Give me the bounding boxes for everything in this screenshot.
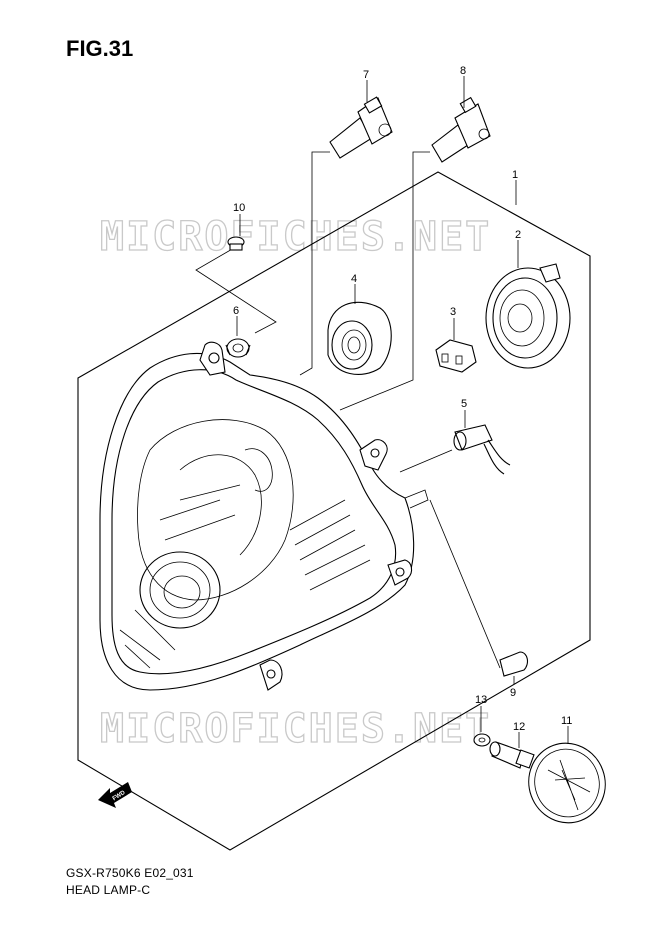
reflector-2 <box>485 263 571 369</box>
callout-3: 3 <box>450 306 456 318</box>
watermark-bottom: MICROFICHES.NET <box>100 706 491 752</box>
callout-4: 4 <box>351 273 357 285</box>
callout-9: 9 <box>510 687 516 699</box>
callout-5: 5 <box>461 398 467 410</box>
model-code: GSX-R750K6 E02_031 <box>66 866 194 880</box>
bulb-9 <box>499 651 529 677</box>
callout-12: 12 <box>513 721 525 733</box>
callout-13: 13 <box>475 694 487 706</box>
grommet-6 <box>225 338 251 358</box>
callout-10: 10 <box>233 202 245 214</box>
guide-line-9 <box>429 499 501 669</box>
callout-8: 8 <box>460 65 466 77</box>
cap-11 <box>528 742 606 824</box>
callout-2: 2 <box>515 229 521 241</box>
callout-1: 1 <box>512 169 518 181</box>
position-lamp-5 <box>453 424 511 475</box>
guide-line-10-6 <box>195 247 277 334</box>
guide-line-7 <box>299 151 330 376</box>
headlamp-housing <box>99 341 429 691</box>
screw-10 <box>227 236 245 251</box>
socket-3 <box>435 339 477 373</box>
callout-11: 11 <box>561 715 572 727</box>
section-name: HEAD LAMP-C <box>66 883 151 897</box>
assembly-outline <box>77 171 591 851</box>
bulb-7 <box>329 96 393 159</box>
watermark-top: MICROFICHES.NET <box>100 214 491 260</box>
screw-12 <box>489 741 535 769</box>
callout-leaders <box>236 76 569 748</box>
callout-7: 7 <box>363 69 369 81</box>
guide-line-8 <box>339 151 430 411</box>
callout-6: 6 <box>233 305 239 317</box>
forward-arrow-icon: FWD <box>98 782 132 808</box>
rubber-cap-4 <box>327 301 392 375</box>
bulb-8 <box>431 96 491 163</box>
guide-line-5 <box>399 449 453 473</box>
washer-13 <box>473 733 491 747</box>
figure-title: FIG.31 <box>66 36 134 61</box>
